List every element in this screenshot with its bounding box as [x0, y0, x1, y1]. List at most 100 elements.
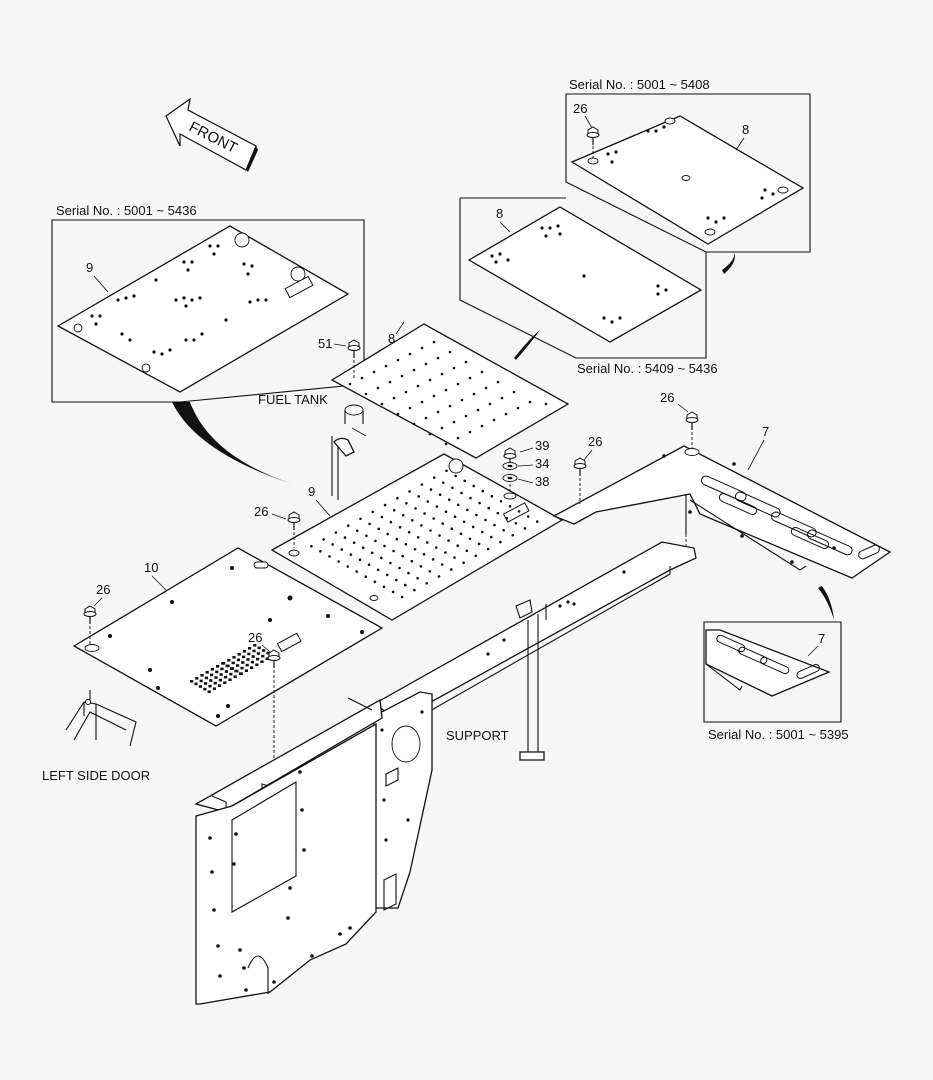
- grille-cell: [209, 679, 213, 682]
- plate-8: 8 51: [318, 321, 570, 459]
- washer-38-number: 38: [535, 474, 549, 489]
- perforation-hole: [401, 554, 405, 558]
- perforation-hole: [373, 580, 377, 584]
- grille-cell: [208, 684, 212, 688]
- perforation-hole: [508, 505, 512, 508]
- perforation-hole: [352, 541, 356, 544]
- perforation-hole: [432, 517, 436, 520]
- grille-cell: [199, 679, 203, 683]
- perforation-hole: [383, 544, 386, 548]
- perforation-hole: [450, 527, 454, 530]
- grille-cell: [227, 659, 231, 662]
- grille-cell: [218, 684, 222, 687]
- perforation-hole: [396, 496, 399, 500]
- grille-cell: [260, 660, 264, 663]
- perforation-hole: [407, 530, 411, 534]
- perforation-hole: [440, 563, 444, 566]
- perforation-hole: [310, 544, 313, 548]
- grille-cell: [247, 652, 251, 656]
- perforation-hole: [511, 534, 514, 537]
- grille-cell: [223, 681, 227, 684]
- bolt-26-plate-7-number: 26: [660, 390, 674, 405]
- perforation-hole: [484, 518, 487, 522]
- support-frame: SUPPORT: [194, 541, 697, 1005]
- grille-cell: [242, 655, 246, 659]
- grille-cell: [265, 657, 269, 660]
- perforation-hole: [428, 570, 432, 573]
- perforation-hole: [395, 537, 399, 541]
- perforation-hole: [404, 583, 407, 587]
- grille-cell: [222, 662, 226, 665]
- plate-9: 9 26: [254, 453, 564, 621]
- perforation-hole: [337, 560, 340, 563]
- grille-cell: [245, 663, 249, 667]
- grille-cell: [212, 687, 216, 690]
- grille-cell: [244, 669, 248, 672]
- perforation-hole: [359, 517, 362, 521]
- plate-10: 10 26 26: [72, 547, 384, 770]
- plate-8-number: 8: [388, 331, 395, 346]
- left-side-door: LEFT SIDE DOOR: [42, 690, 150, 783]
- fuel-tank-fittings: FUEL TANK: [258, 392, 367, 500]
- perforation-hole: [490, 535, 493, 539]
- grille-cell: [190, 680, 194, 683]
- perforation-hole: [499, 540, 502, 544]
- inset-left-part-number: 9: [86, 260, 93, 275]
- left-side-door-label: LEFT SIDE DOOR: [42, 768, 150, 783]
- inset-bottom-right: Serial No. : 5001 ~ 5395 7: [703, 621, 849, 742]
- perforation-hole: [481, 489, 485, 493]
- perforation-hole: [426, 541, 429, 544]
- perforation-hole: [370, 551, 374, 555]
- perforation-hole: [422, 553, 426, 556]
- plate-9-perforations: [310, 469, 539, 599]
- perforation-hole: [447, 498, 451, 502]
- bolt-39-washers: 39 34 38: [502, 438, 549, 492]
- perforation-hole: [408, 490, 411, 493]
- support-label: SUPPORT: [446, 728, 509, 743]
- perforation-hole: [358, 558, 362, 561]
- perforation-hole: [442, 481, 445, 485]
- perforation-hole: [441, 522, 445, 525]
- perforation-hole: [398, 566, 401, 570]
- perforation-hole: [445, 469, 448, 473]
- perforation-hole: [477, 542, 481, 546]
- perforation-hole: [444, 551, 447, 554]
- perforation-hole: [410, 559, 414, 563]
- grille-cell: [256, 652, 260, 655]
- perforation-hole: [420, 524, 423, 527]
- perforation-hole: [380, 556, 383, 560]
- grille-cell: [220, 667, 224, 671]
- perforation-hole: [517, 510, 521, 513]
- perforation-hole: [536, 520, 539, 523]
- perforation-hole: [416, 576, 419, 580]
- grille-cell: [224, 670, 228, 673]
- perforation-hole: [398, 525, 402, 529]
- inset-top-right-part-number: 8: [742, 122, 749, 137]
- perforation-hole: [377, 527, 381, 531]
- perforation-hole: [340, 548, 344, 551]
- perforation-hole: [401, 513, 405, 517]
- perforation-hole: [486, 547, 490, 551]
- grille-cell: [226, 664, 230, 668]
- perforation-hole: [438, 493, 442, 497]
- bolt-39-number: 39: [535, 438, 549, 453]
- grille-cell: [215, 670, 219, 674]
- inset-top-right-bolt-number: 26: [573, 101, 587, 116]
- perforation-hole: [499, 500, 503, 503]
- perforation-hole: [356, 529, 359, 532]
- grille-cell: [251, 655, 255, 658]
- perforation-hole: [475, 513, 478, 517]
- inset-left: Serial No. : 5001 ~ 5436 9: [51, 203, 365, 403]
- perforation-hole: [319, 550, 322, 553]
- grille-cell: [213, 681, 217, 685]
- grille-cell: [239, 672, 243, 675]
- grille-cell: [236, 658, 240, 662]
- perforation-hole: [423, 512, 426, 515]
- perforation-hole: [490, 494, 494, 498]
- perforation-hole: [346, 565, 350, 568]
- perforation-hole: [453, 556, 456, 559]
- grille-cell: [231, 661, 235, 665]
- perforation-hole: [355, 570, 359, 573]
- perforation-hole: [450, 568, 453, 571]
